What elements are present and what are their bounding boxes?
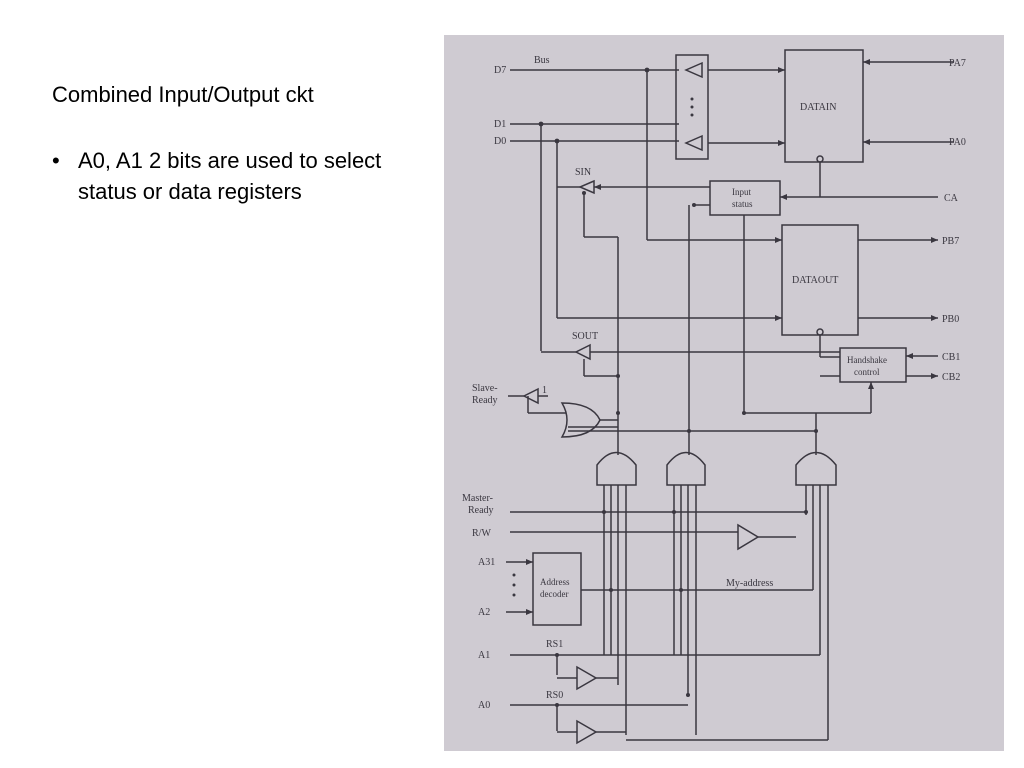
bullet-item: • A0, A1 2 bits are used to select statu… xyxy=(52,145,418,207)
bullet-list: • A0, A1 2 bits are used to select statu… xyxy=(52,145,418,207)
label-input-status-line1: Input xyxy=(732,187,751,197)
label-pa0: PA0 xyxy=(949,137,966,148)
or-gate xyxy=(560,402,601,438)
label-rw: R/W xyxy=(472,528,491,539)
label-one: 1 xyxy=(542,385,547,396)
label-a2: A2 xyxy=(478,607,490,618)
label-input-status-line2: status xyxy=(732,199,753,209)
label-master-ready-line1: Master- xyxy=(462,493,493,504)
label-pb7: PB7 xyxy=(942,236,959,247)
label-dataout: DATAOUT xyxy=(792,275,838,286)
label-my-address: My-address xyxy=(726,578,773,589)
bullet-marker: • xyxy=(52,148,60,173)
label-a31: A31 xyxy=(478,557,495,568)
label-cb1: CB1 xyxy=(942,352,960,363)
label-pa7: PA7 xyxy=(949,58,966,69)
label-d7: D7 xyxy=(494,65,506,76)
label-cb2: CB2 xyxy=(942,372,960,383)
label-sin: SIN xyxy=(575,167,591,178)
circuit-photo: D7 Bus D1 D0 SIN DATAIN PA7 PA0 Input st… xyxy=(444,35,1004,751)
bus-buffer-box xyxy=(675,54,709,160)
slide-title: Combined Input/Output ckt xyxy=(52,82,314,107)
and-gate-3 xyxy=(795,451,837,486)
datain-register xyxy=(784,49,864,163)
label-a1: A1 xyxy=(478,650,490,661)
label-master-ready-line2: Ready xyxy=(468,505,494,516)
label-pb0: PB0 xyxy=(942,314,959,325)
rw-inverter xyxy=(737,523,760,551)
label-datain: DATAIN xyxy=(800,102,836,113)
label-rs1: RS1 xyxy=(546,639,563,650)
sin-buffer xyxy=(578,179,595,195)
label-ca: CA xyxy=(944,193,959,204)
label-rs0: RS0 xyxy=(546,690,563,701)
buffer-d0 xyxy=(684,134,703,152)
bullet-text: A0, A1 2 bits are used to select status … xyxy=(78,148,382,204)
address-decoder-box xyxy=(532,552,582,626)
label-bus: Bus xyxy=(534,55,550,66)
rs1-inverter xyxy=(576,665,598,691)
label-handshake-line2: control xyxy=(854,367,880,377)
label-d0: D0 xyxy=(494,136,506,147)
label-slave-ready-line2: Ready xyxy=(472,395,498,406)
label-address-decoder-line1: Address xyxy=(540,577,570,587)
sout-buffer xyxy=(574,343,591,361)
and-gate-1 xyxy=(596,451,637,486)
label-address-decoder-line2: decoder xyxy=(540,589,568,599)
label-handshake-line1: Handshake xyxy=(847,355,887,365)
slave-ready-buffer xyxy=(522,387,539,405)
circuit-diagram: D7 Bus D1 D0 SIN DATAIN PA7 PA0 Input st… xyxy=(462,49,966,745)
label-slave-ready-line1: Slave- xyxy=(472,383,498,394)
rs0-inverter xyxy=(576,719,598,745)
buffer-d7 xyxy=(684,61,703,79)
label-a0: A0 xyxy=(478,700,490,711)
and-gate-2 xyxy=(666,451,706,486)
label-sout: SOUT xyxy=(572,331,598,342)
label-d1: D1 xyxy=(494,119,506,130)
